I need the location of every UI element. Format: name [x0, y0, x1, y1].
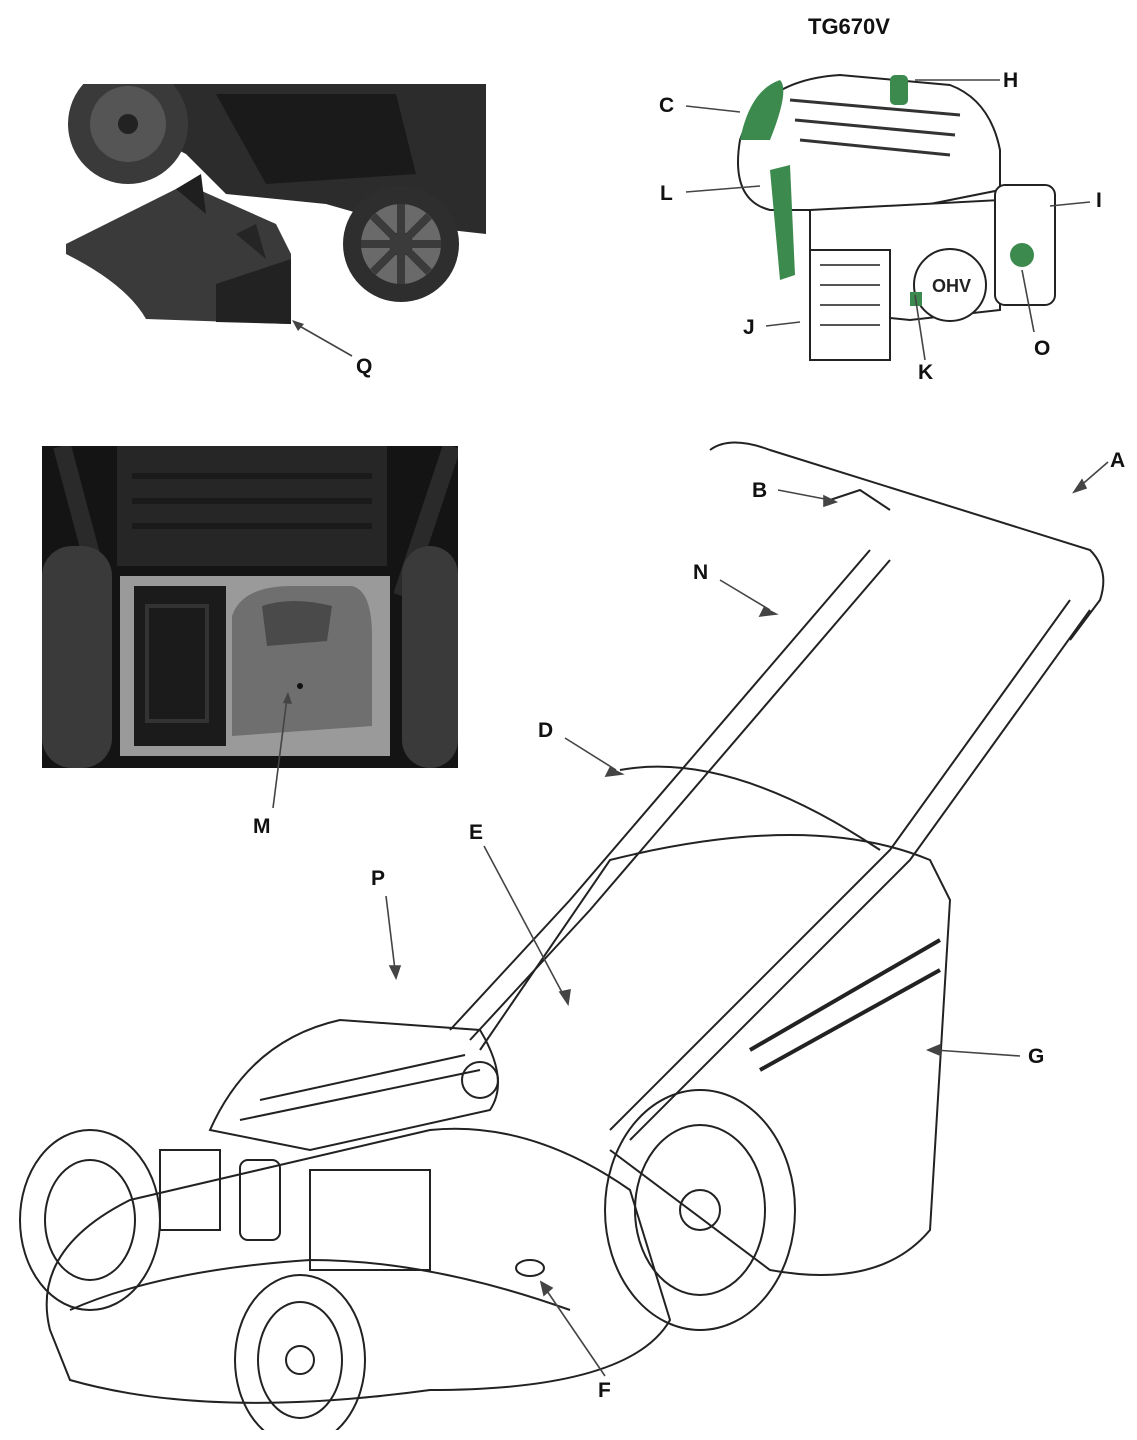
ohv-badge: OHV	[932, 276, 971, 296]
label-b: B	[752, 479, 768, 502]
label-c: C	[659, 94, 675, 117]
label-j: J	[743, 316, 755, 339]
label-d: D	[538, 719, 554, 742]
label-o: O	[1034, 337, 1051, 360]
engine-drawing: OHV	[700, 60, 1080, 380]
leader-m	[272, 692, 292, 809]
engine-leaders	[685, 79, 1091, 361]
label-i: I	[1096, 189, 1102, 212]
label-n: N	[693, 561, 709, 584]
mower-leaders	[385, 461, 1109, 1377]
label-q: Q	[356, 355, 373, 378]
leader-q	[292, 320, 353, 357]
label-l: L	[660, 182, 673, 205]
label-p: P	[371, 867, 386, 890]
model-title: TG670V	[808, 14, 890, 39]
grass-box-photo	[42, 446, 458, 768]
label-e: E	[469, 821, 484, 844]
label-a: A	[1110, 449, 1126, 472]
mower-drawing	[10, 430, 1130, 1430]
label-g: G	[1028, 1045, 1045, 1068]
mulch-plug-photo	[66, 84, 486, 344]
label-m: M	[253, 815, 271, 838]
label-k: K	[918, 361, 934, 384]
label-h: H	[1003, 69, 1019, 92]
label-f: F	[598, 1379, 611, 1402]
